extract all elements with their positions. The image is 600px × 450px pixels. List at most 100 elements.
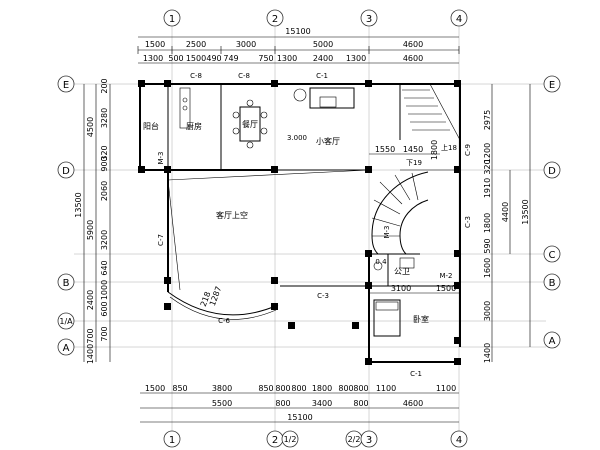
dim-left3-1: 3280 [100, 108, 109, 128]
dim-bot1-10: 1100 [436, 384, 456, 393]
dim-top2-1: 2500 [186, 40, 206, 49]
component-tags: C-8 C-8 C-1 C-1 C-7 C-6 C-3 C-3 C-9 M-3 … [157, 72, 472, 378]
dim-right3-5: 590 [483, 238, 492, 253]
axis-left-E: E [63, 80, 69, 91]
dim-left2-0: 4500 [86, 117, 95, 137]
room-dining: 餐厅 [242, 120, 258, 129]
axis-top-4: 4 [456, 14, 462, 25]
axis-bottom-2-2: 2/2 [348, 435, 361, 444]
dim-left3-4: 2060 [100, 181, 109, 201]
dim-top3-2: 1500 [186, 54, 206, 63]
dim-left3-0: 200 [100, 78, 109, 93]
tag-c7: C-7 [157, 234, 165, 246]
axis-bubbles-left: E D B 1/A A [57, 75, 75, 356]
dim-top3-7: 2400 [313, 54, 333, 63]
dim-right3-7: 3000 [483, 301, 492, 321]
tag-c9: C-9 [464, 144, 472, 156]
dim-bot2-0: 5500 [212, 399, 232, 408]
dim-bot1-3: 850 [258, 384, 273, 393]
room-living-void: 客厅上空 [216, 210, 248, 220]
axis-bubbles-bottom: 1 2 1/2 2/2 3 4 [163, 430, 468, 448]
dim-bot1-2: 3800 [212, 384, 232, 393]
axis-bottom-2: 2 [272, 435, 278, 446]
dim-left2-1: 5900 [86, 220, 95, 240]
tag-stair-down: 下19 [406, 159, 422, 167]
room-small-living: 小客厅 [316, 136, 340, 146]
bay-window [167, 291, 279, 320]
dim-bot1-4: 800 [275, 384, 290, 393]
tag-m3-right: M-3 [383, 225, 391, 238]
dim-right3-8: 1400 [483, 343, 492, 363]
tag-stair-up: 上18 [441, 143, 457, 152]
dining-table [239, 106, 261, 142]
dim-bot1-5: 800 [291, 384, 306, 393]
dim-bot-total: 15100 [287, 413, 312, 422]
dim-right3-6: 1600 [483, 258, 492, 278]
axis-bottom-4: 4 [456, 435, 462, 446]
axis-bottom-1: 1 [169, 435, 175, 446]
axis-left-B: B [63, 278, 70, 289]
tag-c8-b: C-8 [238, 72, 250, 80]
dim-int-1: 1450 [403, 145, 423, 154]
dim-int-3: 3100 [391, 284, 411, 293]
dim-right3-3: 1910 [483, 178, 492, 198]
dim-top3-0: 1300 [143, 54, 163, 63]
dim-bot1-8: 800 [353, 384, 368, 393]
axis-left-1A: 1/A [59, 317, 73, 326]
dim-bot1-0: 1500 [145, 384, 165, 393]
bed [373, 299, 401, 337]
dim-top-total: 15100 [285, 27, 310, 36]
tag-m2: M-2 [439, 272, 452, 280]
axis-top-2: 2 [272, 14, 278, 25]
axis-bubbles-top: 1 2 3 4 [163, 9, 468, 27]
dim-top3-5: 750 [258, 54, 273, 63]
room-balcony: 阳台 [143, 121, 159, 131]
tag-c6: C-6 [218, 317, 230, 325]
dim-bot2-4: 4600 [403, 399, 423, 408]
dim-right3-0: 2975 [483, 110, 492, 130]
dim-right2-0: 4400 [501, 202, 510, 222]
axis-right-D: D [548, 166, 556, 177]
dim-top3-1: 500 [168, 54, 183, 63]
room-labels: 阳台 厨房 餐厅 小客厅 客厅上空 公卫 卧室 [143, 120, 429, 324]
room-toilet: 公卫 [394, 267, 410, 276]
axis-right-B: B [549, 278, 556, 289]
dim-bot2-1: 800 [275, 399, 290, 408]
dim-right3-4: 1800 [483, 213, 492, 233]
tag-c3-right: C-3 [464, 216, 472, 228]
dim-right3-1: 1200 [483, 143, 492, 163]
sofa [309, 87, 355, 109]
dim-bot2-2: 3400 [312, 399, 332, 408]
dim-left2-4: 1400 [86, 344, 95, 364]
tag-c1-bottom: C-1 [410, 370, 422, 378]
tag-m3-left: M-3 [157, 151, 165, 164]
dim-top2-4: 4600 [403, 40, 423, 49]
dim-bot2-3: 800 [353, 399, 368, 408]
interior-dimensions: 1550 1450 1800 3100 1500 218 1287 [199, 140, 460, 308]
tag-elevation: 3.000 [287, 134, 307, 142]
dim-left3-6: 640 [100, 260, 109, 275]
dim-left3-5: 3200 [100, 230, 109, 250]
dim-left2-2: 2400 [86, 290, 95, 310]
top-dimensions: 15100 1500 2500 3000 5000 4600 1300 500 … [137, 27, 460, 64]
axis-right-E: E [549, 80, 555, 91]
axis-top-3: 3 [366, 14, 372, 25]
room-kitchen: 厨房 [186, 121, 202, 131]
dim-top3-8: 1300 [346, 54, 366, 63]
columns [138, 80, 461, 365]
dim-top3-6: 1300 [277, 54, 297, 63]
tag-c3-mid: C-3 [317, 292, 329, 300]
dim-top3-3: 490 [206, 54, 221, 63]
axis-right-C: C [549, 250, 556, 261]
dim-int-6: 1287 [208, 285, 223, 307]
walls [139, 83, 461, 363]
dim-int-2: 1800 [430, 140, 439, 160]
axis-right-A: A [549, 336, 556, 347]
furniture [179, 87, 415, 337]
dim-int-4: 1500 [436, 284, 456, 293]
dim-left3-2: 320 [100, 145, 109, 160]
dim-left3-9: 700 [100, 326, 109, 341]
tag-r0: 0.4 [375, 258, 387, 266]
dim-bot1-7: 800 [338, 384, 353, 393]
